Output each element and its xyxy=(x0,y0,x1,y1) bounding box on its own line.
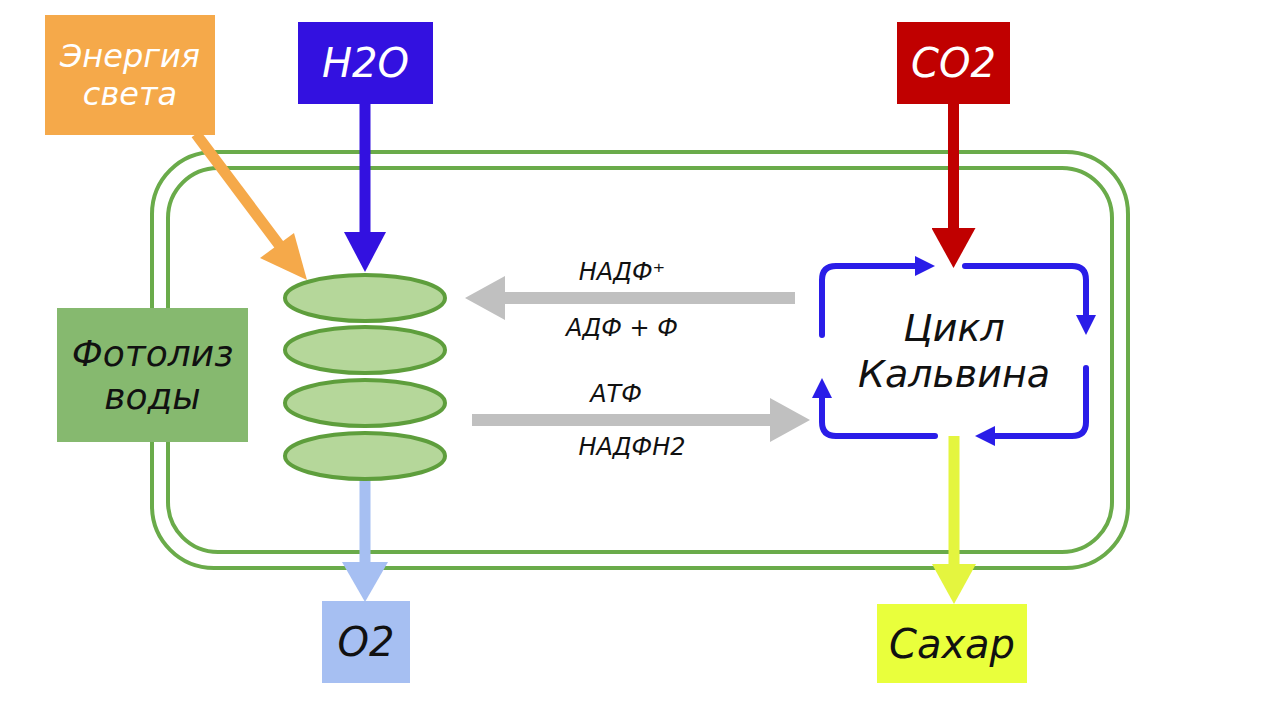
node-text: Энергия света xyxy=(45,37,215,114)
process-label-box: Фотолиз воды xyxy=(57,308,248,442)
light-arrow xyxy=(196,134,307,280)
node-text: Сахар xyxy=(883,620,1021,668)
arrow-label: НАДФ⁺ xyxy=(579,258,666,286)
water-arrow xyxy=(344,104,386,272)
arrow-label: АДФ + Ф xyxy=(566,314,678,342)
arrow-label: НАДФН2 xyxy=(578,433,685,461)
node-text: Фотолиз воды xyxy=(57,332,248,418)
cycle-arrows xyxy=(812,256,1096,446)
thylakoid-stack xyxy=(285,275,445,479)
chloroplast-inner-membrane xyxy=(168,168,1112,552)
node-text: CO2 xyxy=(905,39,1002,87)
flow-arrow xyxy=(948,104,959,228)
output-box: Сахар xyxy=(877,604,1027,683)
node-text: Цикл Кальвина xyxy=(822,306,1086,397)
energy-box: Энергия света xyxy=(45,15,215,135)
input-box: CO2 xyxy=(897,22,1010,104)
arrow-label: АТФ xyxy=(590,380,642,408)
flow-arrow xyxy=(949,436,960,564)
node-text: O2 xyxy=(332,618,401,666)
chloroplast-outer-membrane xyxy=(152,152,1128,568)
oxygen-arrow xyxy=(342,470,388,602)
output-box: O2 xyxy=(322,601,410,683)
input-box: H2O xyxy=(298,22,433,104)
node-text: H2O xyxy=(316,39,415,87)
cycle-node: Цикл Кальвина xyxy=(822,268,1086,436)
